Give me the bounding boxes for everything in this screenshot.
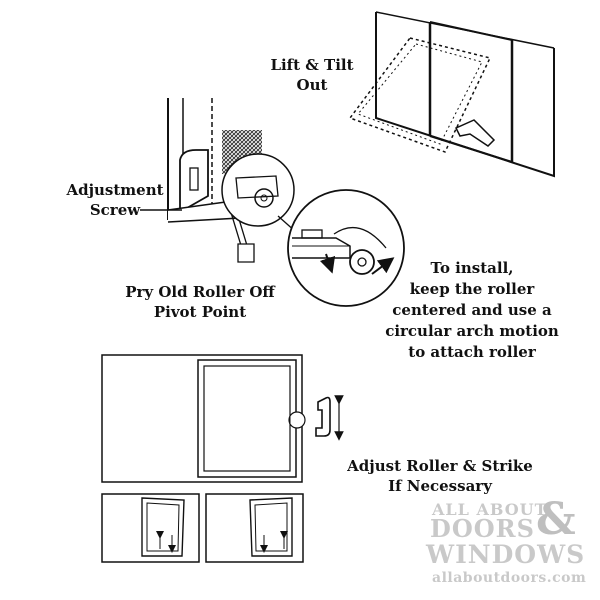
watermark-windows: WINDOWS (426, 540, 586, 569)
pry-roller-line-1: Pry Old Roller Off (125, 283, 275, 301)
lift-tilt-line-2: Out (296, 76, 328, 94)
roller-detail-illustration (140, 98, 405, 307)
watermark-doors: DOORS (430, 514, 535, 543)
install-line-4: circular arch motion (385, 322, 559, 340)
pry-roller-line-2: Pivot Point (153, 303, 247, 321)
install-line-1: To install, (430, 259, 514, 277)
adjust-roller-line-2: If Necessary (388, 477, 492, 495)
adjustment-screw-label: Adjustment Screw (60, 180, 170, 220)
lift-tilt-label: Lift & Tilt Out (262, 55, 362, 95)
watermark-url: allaboutdoors.com (432, 570, 587, 586)
adjust-roller-label: Adjust Roller & Strike If Necessary (340, 456, 540, 496)
adjustment-screw-line-1: Adjustment (66, 181, 164, 199)
adjustment-screw-line-2: Screw (89, 201, 141, 219)
door-panel-illustration (101, 354, 344, 563)
pry-roller-label: Pry Old Roller Off Pivot Point (105, 282, 295, 322)
lift-tilt-illustration (348, 11, 555, 178)
watermark-ampersand: & (536, 494, 577, 545)
install-line-5: to attach roller (408, 343, 536, 361)
adjust-roller-line-1: Adjust Roller & Strike (347, 457, 533, 475)
watermark-all-about: ALL ABOUT (432, 500, 548, 519)
install-instructions-label: To install, keep the roller centered and… (382, 258, 562, 363)
install-line-2: keep the roller (409, 280, 535, 298)
install-line-3: centered and use a (392, 301, 552, 319)
lift-tilt-line-1: Lift & Tilt (270, 56, 354, 74)
